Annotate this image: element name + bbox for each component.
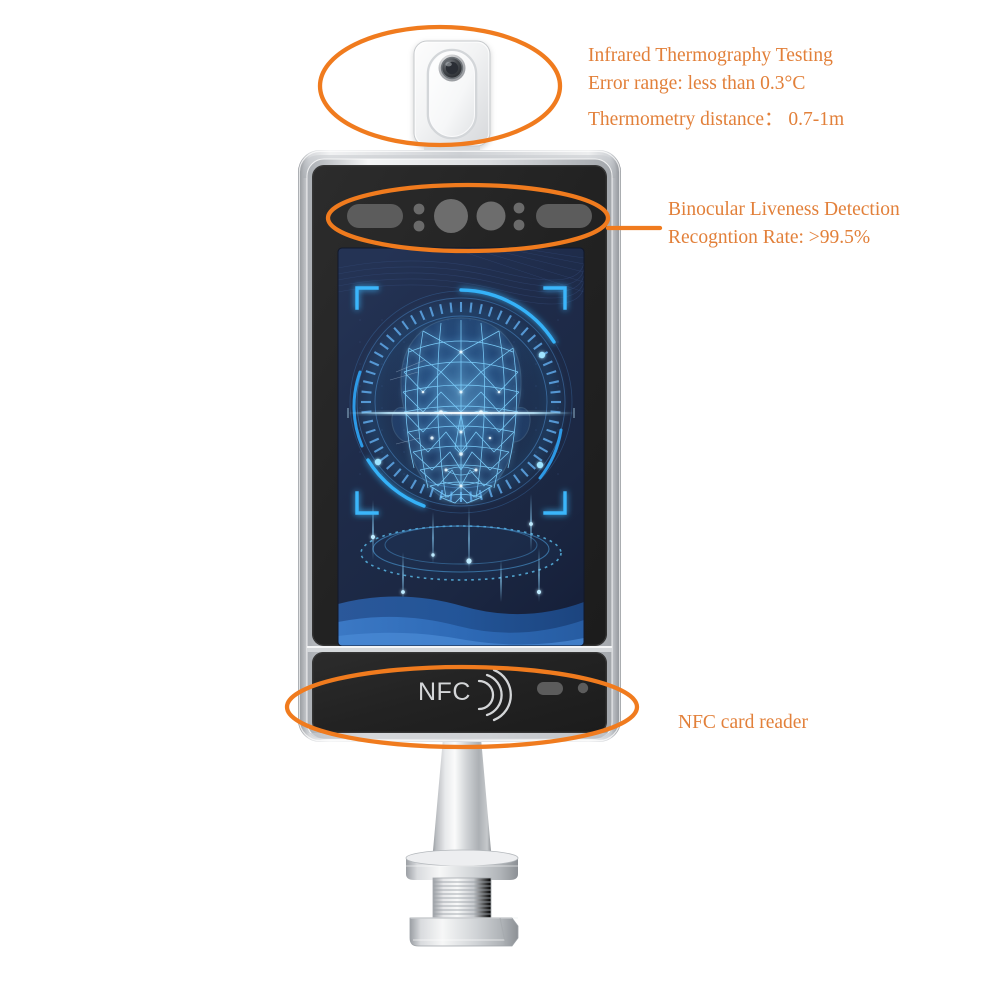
- callout-text-binocular: Binocular Liveness Detection Recogntion …: [668, 196, 900, 251]
- callout-ellipse-thermography: [317, 24, 563, 148]
- wireframe-face-mesh: [385, 308, 537, 505]
- indicator-dot: [413, 220, 425, 232]
- indicator-dot: [513, 202, 525, 214]
- platform-rings: [360, 525, 562, 581]
- indicator-dot: [413, 203, 425, 215]
- nfc-label: NFC: [418, 678, 471, 706]
- stand-flange: [405, 849, 519, 880]
- corner-brackets: [355, 286, 567, 515]
- ir-fill-light-left: [347, 204, 403, 228]
- infrared-thermography-camera-module: [413, 40, 491, 150]
- indicator-dot: [513, 219, 525, 231]
- scan-line: [348, 412, 574, 415]
- callout-line: Thermometry distance： 0.7-1m: [588, 109, 845, 131]
- status-indicator-dot: [577, 682, 589, 694]
- callout-ellipse-nfc: [284, 664, 640, 750]
- camera-lens-secondary: [476, 201, 506, 231]
- callout-line: Error range: less than 0.3°C: [588, 72, 806, 94]
- mounting-stand: [405, 734, 519, 947]
- camera-lens-primary: [434, 199, 468, 233]
- callout-markers: [284, 24, 640, 750]
- nfc-card-reader-panel[interactable]: NFC: [312, 652, 607, 733]
- nfc-wave-icon: [477, 668, 512, 722]
- callout-line: Binocular Liveness Detection: [668, 199, 900, 220]
- sensor-bar: [347, 199, 592, 233]
- callout-line: Infrared Thermography Testing: [588, 45, 833, 66]
- callout-text-nfc: NFC card reader: [678, 709, 808, 737]
- light-streaks: [370, 494, 542, 602]
- callout-text-thermography: Infrared Thermography Testing Error rang…: [588, 42, 844, 134]
- terminal-device-body: NFC: [0, 0, 621, 742]
- status-indicator-bar: [537, 682, 563, 695]
- threaded-barrel: [432, 877, 492, 921]
- tick-ring: [361, 302, 561, 502]
- callout-line: Recogntion Rate: >99.5%: [668, 226, 871, 248]
- ir-fill-light-right: [536, 204, 592, 228]
- callout-line: NFC card reader: [678, 712, 808, 733]
- callout-ellipse-sensor-bar: [325, 182, 611, 254]
- thermal-lens-icon: [438, 54, 466, 82]
- stand-base: [409, 917, 519, 947]
- lcd-screen[interactable]: [0, 0, 585, 647]
